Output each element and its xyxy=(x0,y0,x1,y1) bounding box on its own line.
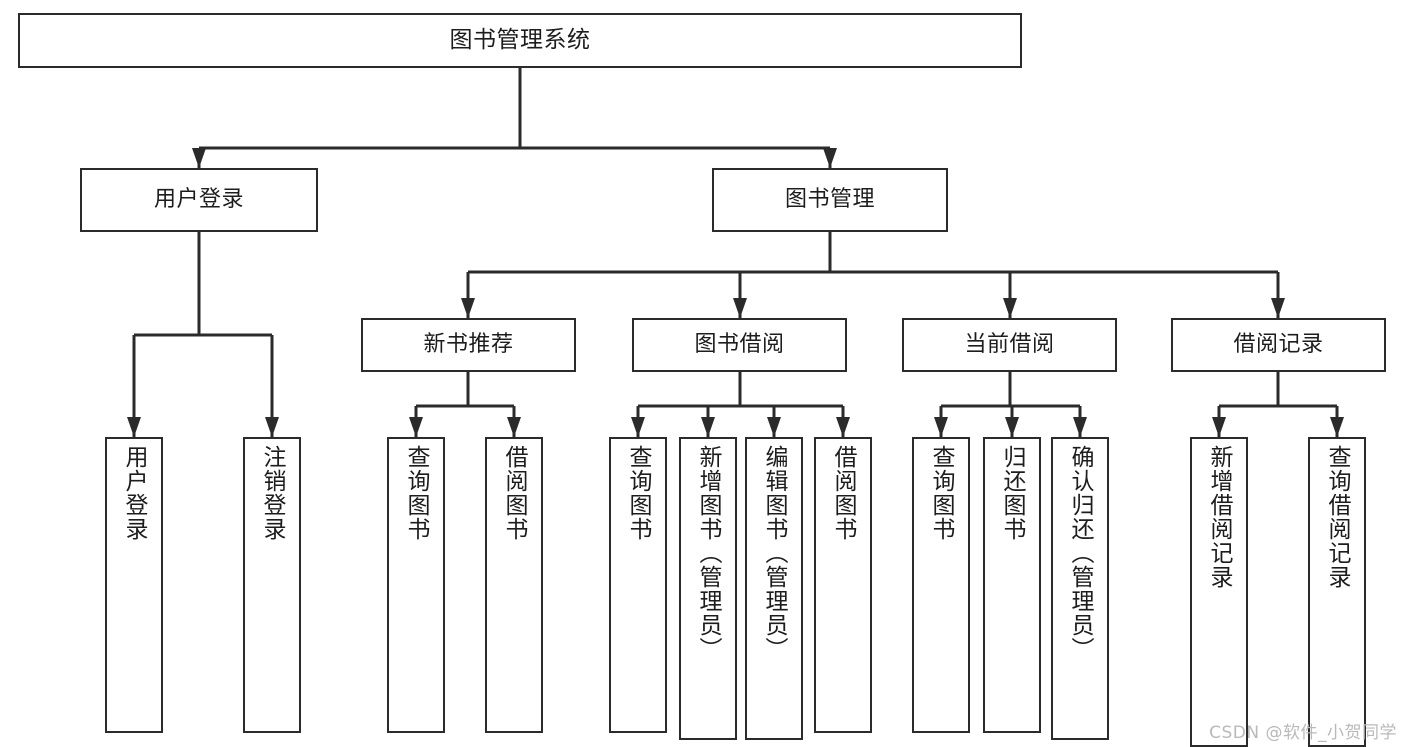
arrowhead-icon xyxy=(1073,417,1087,437)
arrowhead-icon xyxy=(934,417,948,437)
arrowhead-icon xyxy=(836,417,850,437)
watermark: CSDN @软件_小贺同学 xyxy=(1209,723,1397,743)
node-bookmgmt[interactable]: 图书管理 xyxy=(712,168,948,232)
node-label: 图书管理系统 xyxy=(449,26,591,53)
node-label: 图书借阅 xyxy=(694,331,785,357)
arrowhead-icon xyxy=(1330,417,1344,437)
node-label: 借阅记录 xyxy=(1233,331,1324,357)
node-label: 编辑图书（管理员） xyxy=(761,445,788,661)
arrowhead-icon xyxy=(409,417,423,437)
arrowhead-icon xyxy=(701,417,715,437)
node-label: 查询借阅记录 xyxy=(1324,445,1351,589)
arrowhead-icon xyxy=(733,298,747,318)
arrowhead-icon xyxy=(631,417,645,437)
node-b-edit[interactable]: 编辑图书（管理员） xyxy=(745,437,803,740)
node-label: 确认归还（管理员） xyxy=(1067,445,1094,661)
node-c-confirm[interactable]: 确认归还（管理员） xyxy=(1051,437,1109,740)
node-b-add[interactable]: 新增图书（管理员） xyxy=(679,437,737,740)
arrowhead-icon xyxy=(1271,298,1285,318)
node-root[interactable]: 图书管理系统 xyxy=(18,13,1022,68)
node-label: 用户登录 xyxy=(153,186,244,212)
node-label: 查询图书 xyxy=(928,445,955,541)
arrowhead-icon xyxy=(507,417,521,437)
node-newrec[interactable]: 新书推荐 xyxy=(361,318,576,372)
node-records[interactable]: 借阅记录 xyxy=(1171,318,1386,372)
arrowhead-icon xyxy=(1005,417,1019,437)
node-label: 新增图书（管理员） xyxy=(695,445,722,661)
node-label: 借阅图书 xyxy=(501,445,528,541)
node-n-query[interactable]: 查询图书 xyxy=(387,437,445,733)
arrowhead-icon xyxy=(1212,417,1226,437)
arrowhead-icon xyxy=(192,148,206,168)
node-c-query[interactable]: 查询图书 xyxy=(912,437,970,733)
node-l-logout[interactable]: 注销登录 xyxy=(243,437,301,733)
arrowhead-icon xyxy=(823,148,837,168)
node-n-borrow[interactable]: 借阅图书 xyxy=(485,437,543,733)
arrowhead-icon xyxy=(767,417,781,437)
node-label: 用户登录 xyxy=(121,445,148,541)
arrowhead-icon xyxy=(265,417,279,437)
node-label: 归还图书 xyxy=(999,445,1026,541)
node-current[interactable]: 当前借阅 xyxy=(902,318,1117,372)
node-label: 新书推荐 xyxy=(423,331,514,357)
node-c-return[interactable]: 归还图书 xyxy=(983,437,1041,733)
node-borrow[interactable]: 图书借阅 xyxy=(632,318,847,372)
node-label: 新增借阅记录 xyxy=(1206,445,1233,589)
node-label: 当前借阅 xyxy=(964,331,1055,357)
arrowhead-icon xyxy=(1003,298,1017,318)
arrowhead-icon xyxy=(461,298,475,318)
node-b-borrow[interactable]: 借阅图书 xyxy=(814,437,872,733)
node-label: 查询图书 xyxy=(625,445,652,541)
node-label: 图书管理 xyxy=(784,186,875,212)
node-r-add[interactable]: 新增借阅记录 xyxy=(1190,437,1248,747)
node-label: 查询图书 xyxy=(403,445,430,541)
node-login[interactable]: 用户登录 xyxy=(80,168,318,232)
node-r-query[interactable]: 查询借阅记录 xyxy=(1308,437,1366,747)
node-label: 注销登录 xyxy=(259,445,286,541)
node-b-query[interactable]: 查询图书 xyxy=(609,437,667,733)
node-label: 借阅图书 xyxy=(830,445,857,541)
arrowhead-icon xyxy=(127,417,141,437)
node-l-login[interactable]: 用户登录 xyxy=(105,437,163,733)
